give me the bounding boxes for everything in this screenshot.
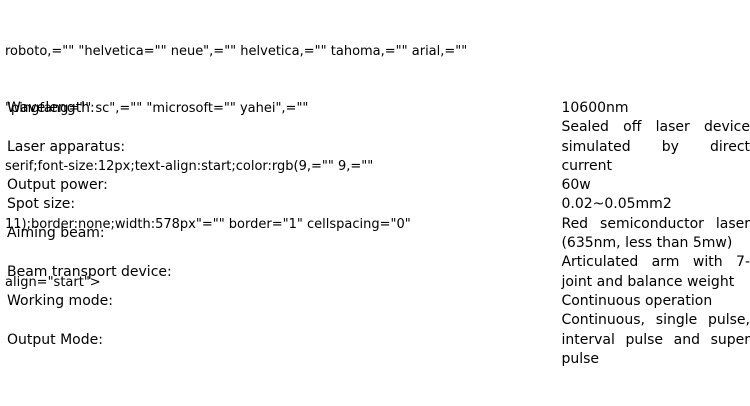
spec-value: Continuous, single pulse, interval pulse… [561, 312, 750, 367]
spec-label: Output Mode: [7, 331, 103, 348]
stray-markup-text: roboto,="" "helvetica="" neue",="" helve… [5, 3, 525, 312]
stray-markup-line: align="start"> [5, 275, 101, 291]
table-row: Wavelength: 10600nm [0, 99, 750, 118]
specifications-table: Wavelength: 10600nm Laser apparatus: Sea… [0, 99, 750, 369]
spec-label: Aiming beam: [7, 225, 105, 242]
spec-label: Wavelength: [7, 100, 95, 116]
spec-label: Working mode: [7, 292, 113, 309]
spec-label: Beam transport device: [7, 264, 172, 281]
stray-markup-line: roboto,="" "helvetica="" neue",="" helve… [5, 43, 468, 59]
stray-markup-line: serif;font-size:12px;text-align:start;co… [5, 159, 374, 175]
spec-value: 0.02~0.05mm2 [561, 196, 672, 213]
table-row: Output power: 60w [0, 176, 750, 195]
spec-value: Sealed off laser device simulated by dir… [561, 119, 750, 174]
table-row: Aiming beam: Red semiconductor laser (63… [0, 215, 750, 254]
table-row: Output Mode: Continuous, single pulse, i… [0, 311, 750, 369]
stray-markup-line: 11);border:none;width:578px"="" border="… [5, 217, 411, 233]
table-row: Working mode: Continuous operation [0, 292, 750, 311]
spec-value: Red semiconductor laser (635nm, less tha… [561, 215, 750, 252]
spec-label: Laser apparatus: [7, 138, 126, 155]
spec-label: Spot size: [7, 196, 76, 213]
spec-value: Articulated arm with 7-joint and balance… [561, 254, 750, 290]
spec-label: Output power: [7, 177, 108, 194]
table-row: Beam transport device: Articulated arm w… [0, 253, 750, 292]
table-row: Laser apparatus: Sealed off laser device… [0, 118, 750, 176]
table-row: Spot size: 0.02~0.05mm2 [0, 195, 750, 214]
spec-value: Continuous operation [561, 292, 713, 309]
stray-markup-line: "pingfang="" sc",="" "microsoft="" yahei… [5, 101, 309, 117]
spec-value: 60w [561, 177, 591, 194]
spec-value: 10600nm [561, 100, 629, 116]
